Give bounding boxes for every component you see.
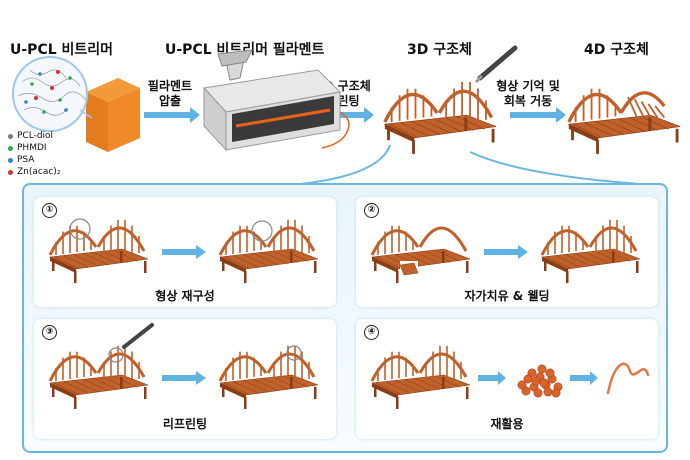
- panel-recycling: ④ 재활용: [356, 319, 658, 439]
- reprint-after-bridge: [218, 345, 319, 409]
- pellet-icon: [539, 378, 549, 388]
- psa-marker-icon: [8, 157, 13, 163]
- pellet-icon: [543, 387, 553, 397]
- legend-label: PCL-diol: [17, 131, 54, 141]
- panel-reshaping: ① 형상 재구성: [34, 197, 336, 307]
- top-arrows: [144, 107, 566, 123]
- legend-label: PSA: [17, 155, 35, 165]
- new-filament-icon: [606, 362, 650, 395]
- pellet-icon: [521, 386, 531, 396]
- reshape-arrow-icon: [162, 245, 206, 259]
- pellet-icon: [551, 388, 561, 398]
- panel-connector: [299, 144, 641, 185]
- pellet-icon: [545, 368, 555, 378]
- title-filament: U-PCL 비트리머 필라멘트: [165, 42, 325, 58]
- pellet-icon: [527, 368, 537, 378]
- legend-item-pcl-diol: PCL-diol: [8, 131, 60, 141]
- title-3d-structure: 3D 구조체: [407, 42, 472, 58]
- legend: PCL-diol PHMDI PSA Zn(acac)₂: [8, 131, 60, 177]
- top-illustration: [12, 45, 566, 152]
- panel-number: ③: [42, 325, 57, 340]
- panel-reprinting: ③ 리프린팅: [34, 319, 336, 439]
- pellets-icon: [517, 364, 563, 398]
- pcl-diol-marker-icon: [8, 133, 13, 139]
- pellet-icon: [537, 364, 547, 374]
- healing-arrow-icon: [484, 245, 528, 259]
- zn-marker-icon: [8, 169, 13, 175]
- recycle-bridge: [370, 345, 471, 409]
- applications-panel: ① 형상 재구성 ② 자가치유 & 웰딩 ③ 리프린팅 ④: [22, 183, 668, 453]
- panel-label: 리프린팅: [162, 417, 208, 431]
- panel-label: 자가치유 & 웰딩: [464, 289, 550, 303]
- phmdi-marker-icon: [8, 145, 13, 151]
- legend-item-psa: PSA: [8, 155, 60, 165]
- legend-label: PHMDI: [17, 143, 47, 153]
- vitrimer-cube: [86, 78, 140, 152]
- panel-label: 형상 재구성: [155, 289, 215, 303]
- bridge-3d-structure: [383, 81, 497, 154]
- panel-number: ①: [42, 203, 57, 218]
- reprint-before-bridge: [48, 323, 154, 409]
- legend-label: Zn(acac)₂: [17, 167, 61, 177]
- recycle-arrow-1-icon: [478, 371, 506, 385]
- pellet-icon: [531, 376, 541, 386]
- reshape-after-bridge: [218, 219, 319, 283]
- panel-label: 재활용: [490, 417, 524, 431]
- title-vitrimer: U-PCL 비트리머: [10, 42, 114, 58]
- step-shape-memory-text: 형상 기억 및 회복 거동: [496, 79, 560, 108]
- printing-pen: [474, 45, 518, 84]
- step-extrusion: 필라멘트 압출: [142, 79, 198, 109]
- bridge-4d-structure: [567, 88, 681, 154]
- recycle-arrow-2-icon: [570, 371, 598, 385]
- panel-number: ④: [364, 325, 379, 340]
- reshape-before-bridge: [48, 218, 149, 283]
- legend-item-zn: Zn(acac)₂: [8, 167, 60, 177]
- title-4d-structure: 4D 구조체: [584, 42, 649, 58]
- molecule-magnifier: [12, 56, 93, 132]
- healing-before-bridge: [370, 225, 471, 283]
- step-extrusion-text: 필라멘트 압출: [147, 79, 193, 108]
- filament-extruder: [203, 49, 350, 152]
- reprint-arrow-icon: [162, 371, 206, 385]
- legend-item-phmdi: PHMDI: [8, 143, 60, 153]
- step-shape-memory: 형상 기억 및 회복 거동: [486, 79, 570, 109]
- panel-self-healing: ② 자가치유 & 웰딩: [356, 197, 658, 307]
- panel-number: ②: [364, 203, 379, 218]
- pellet-icon: [533, 388, 543, 398]
- healing-after-bridge: [540, 219, 641, 283]
